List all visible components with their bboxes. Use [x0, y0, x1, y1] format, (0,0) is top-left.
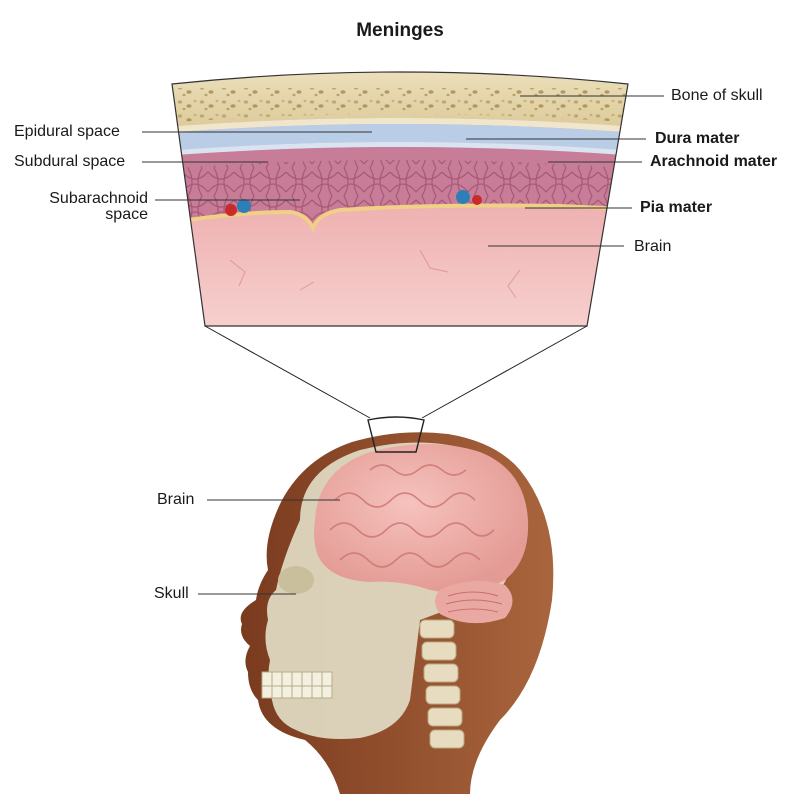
head-illustration [240, 416, 554, 794]
label-bone-of-skull: Bone of skull [671, 87, 763, 104]
label-epidural-space: Epidural space [14, 123, 120, 140]
label-pia-mater: Pia mater [640, 199, 713, 216]
label-brain-head: Brain [157, 491, 195, 508]
label-subarachnoid-space-line2: space [105, 206, 148, 223]
meninges-inset [172, 72, 628, 326]
label-subarachnoid-space-line1: Subarachnoid [49, 190, 148, 207]
leader-lines [142, 95, 664, 595]
label-brain-inset: Brain [634, 238, 672, 255]
label-skull: Skull [154, 585, 189, 602]
label-subdural-space: Subdural space [14, 153, 126, 170]
diagram-title: Meninges [356, 20, 444, 41]
label-dura-mater: Dura mater [655, 130, 740, 147]
label-arachnoid-mater: Arachnoid mater [650, 153, 778, 170]
